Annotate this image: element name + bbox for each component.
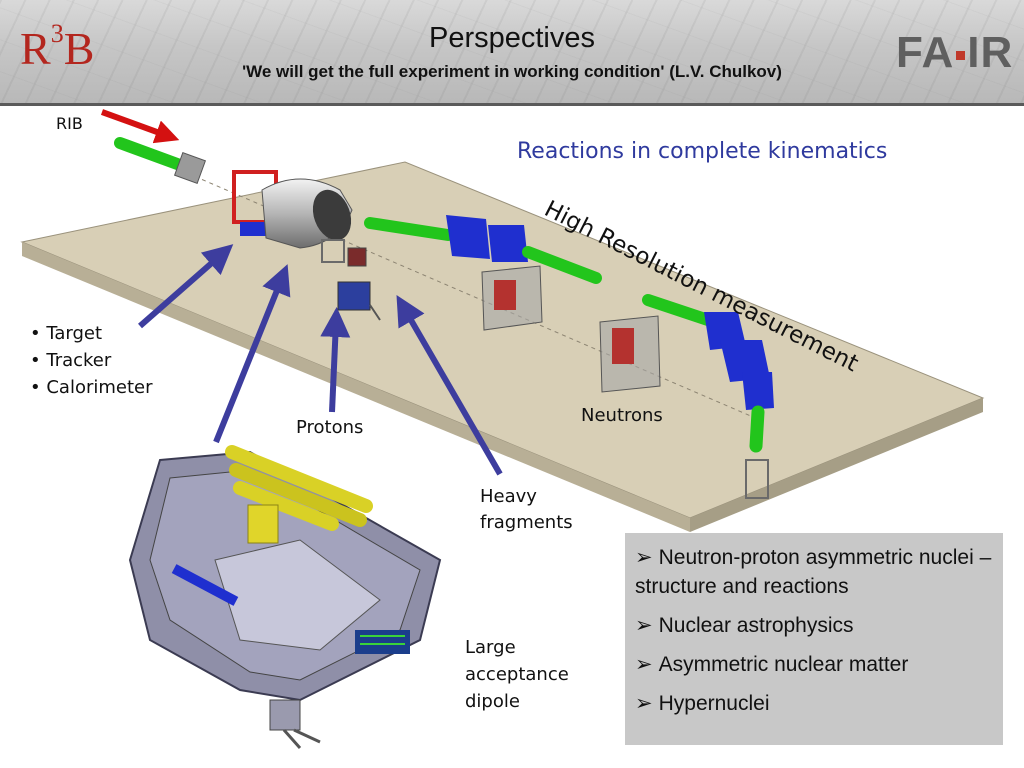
reactions-heading: Reactions in complete kinematics [517, 139, 888, 164]
arrow-bullet-icon: ➢ [635, 692, 653, 715]
dipole-label-line2: acceptance [465, 664, 569, 685]
neutron-detector-2 [599, 315, 661, 393]
incoming-beam-pipe [114, 137, 207, 185]
beam-pipe-segment-1 [364, 215, 602, 284]
topic-item: ➢Neutron-proton asymmetric nuclei – stru… [635, 543, 993, 601]
header-texture [0, 0, 1024, 104]
dipole-label-line1: Large [465, 637, 516, 658]
header-banner [0, 0, 1024, 106]
topic-item: ➢Hypernuclei [635, 689, 993, 718]
heavy-fragments-arrow [396, 295, 503, 476]
dipole-arrow [213, 264, 291, 444]
topic-text: Neutron-proton asymmetric nuclei – struc… [635, 546, 992, 598]
r3b-logo-3: 3 [50, 19, 64, 48]
beam-pipe-segment-2 [642, 294, 774, 499]
detector-item-tracker: Tracker [30, 347, 153, 374]
topic-text: Hypernuclei [658, 692, 770, 715]
arrow-bullet-icon: ➢ [635, 653, 653, 676]
proton-detectors [321, 239, 381, 323]
r3b-logo-r: R [20, 23, 51, 74]
detector-list: Target Tracker Calorimeter [30, 320, 153, 401]
rib-label: RIB [56, 114, 83, 133]
protons-arrow [320, 307, 351, 413]
fair-logo-ir: IR [967, 28, 1014, 77]
topic-item: ➢Nuclear astrophysics [635, 611, 993, 640]
dipole-label-line3: dipole [465, 691, 520, 712]
dipole-label: Large acceptance dipole [465, 634, 569, 715]
topic-item: ➢Asymmetric nuclear matter [635, 650, 993, 679]
neutron-detector-1 [481, 265, 543, 331]
research-topics-box: ➢Neutron-proton asymmetric nuclei – stru… [625, 533, 1003, 745]
large-acceptance-dipole [128, 445, 442, 749]
topic-text: Nuclear astrophysics [658, 614, 854, 637]
research-topics-list: ➢Neutron-proton asymmetric nuclei – stru… [625, 533, 1003, 718]
protons-label: Protons [296, 417, 364, 438]
heavy-fragments-label: Heavy fragments [480, 484, 573, 536]
topic-text: Asymmetric nuclear matter [658, 653, 909, 676]
header-rule [0, 103, 1024, 106]
arrow-bullet-icon: ➢ [635, 614, 653, 637]
neutrons-label: Neutrons [581, 405, 663, 426]
fair-logo-a: A [921, 28, 955, 77]
detector-item-calorimeter: Calorimeter [30, 374, 152, 401]
detector-arrow [138, 244, 234, 329]
r3b-logo: R3B [20, 19, 95, 75]
dipole-magnet [261, 178, 353, 249]
r3b-logo-b: B [63, 23, 95, 74]
heavy-fragments-line2: fragments [480, 512, 573, 533]
detector-item-target: Target [30, 320, 153, 347]
fair-logo-f: F [896, 28, 922, 77]
arrow-bullet-icon: ➢ [635, 546, 653, 569]
heavy-fragments-line1: Heavy [480, 486, 537, 507]
fair-logo-dot [956, 50, 966, 60]
rib-arrow [100, 109, 180, 144]
page-title: Perspectives [428, 22, 595, 54]
page-subtitle: 'We will get the full experiment in work… [242, 62, 782, 81]
